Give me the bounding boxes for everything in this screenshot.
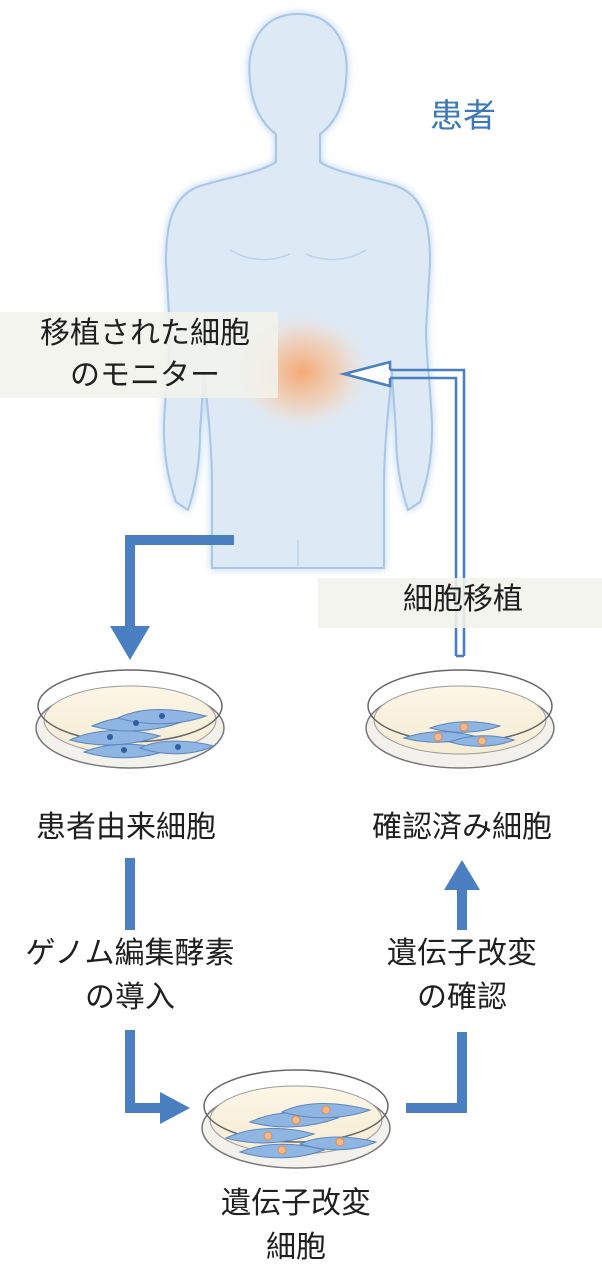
transplant-label-box xyxy=(318,578,602,628)
dish-verified-cells xyxy=(365,669,555,769)
body-detail-lines xyxy=(229,249,367,566)
enzyme-label-line1: ゲノム編集酵素 xyxy=(25,936,235,971)
confirm-label-line1: 遺伝子改変 xyxy=(387,936,537,971)
dish-patient-cells xyxy=(35,669,225,769)
edited-cells-label-line2: 細胞 xyxy=(266,1230,326,1265)
arrow-transplant xyxy=(338,360,466,658)
edited-cells-label-line1: 遺伝子改変 xyxy=(221,1186,371,1221)
patient-cells-label: 患者由来細胞 xyxy=(36,810,216,845)
arrow-harvest xyxy=(110,535,234,660)
arrow-enzyme-intro xyxy=(125,858,190,1124)
arrow-confirm xyxy=(406,860,480,1113)
patient-body xyxy=(162,12,434,569)
monitor-label-line2: のモニター xyxy=(70,358,220,393)
dish-edited-cells xyxy=(201,1069,391,1169)
monitor-label-line1: 移植された細胞 xyxy=(40,316,250,351)
verified-cells-label: 確認済み細胞 xyxy=(372,810,552,845)
enzyme-label-line2: の導入 xyxy=(85,980,175,1015)
monitor-label-box xyxy=(0,312,278,398)
transplant-label: 細胞移植 xyxy=(403,582,523,617)
patient-label: 患者 xyxy=(430,96,496,135)
confirm-label-line2: の確認 xyxy=(417,980,507,1015)
